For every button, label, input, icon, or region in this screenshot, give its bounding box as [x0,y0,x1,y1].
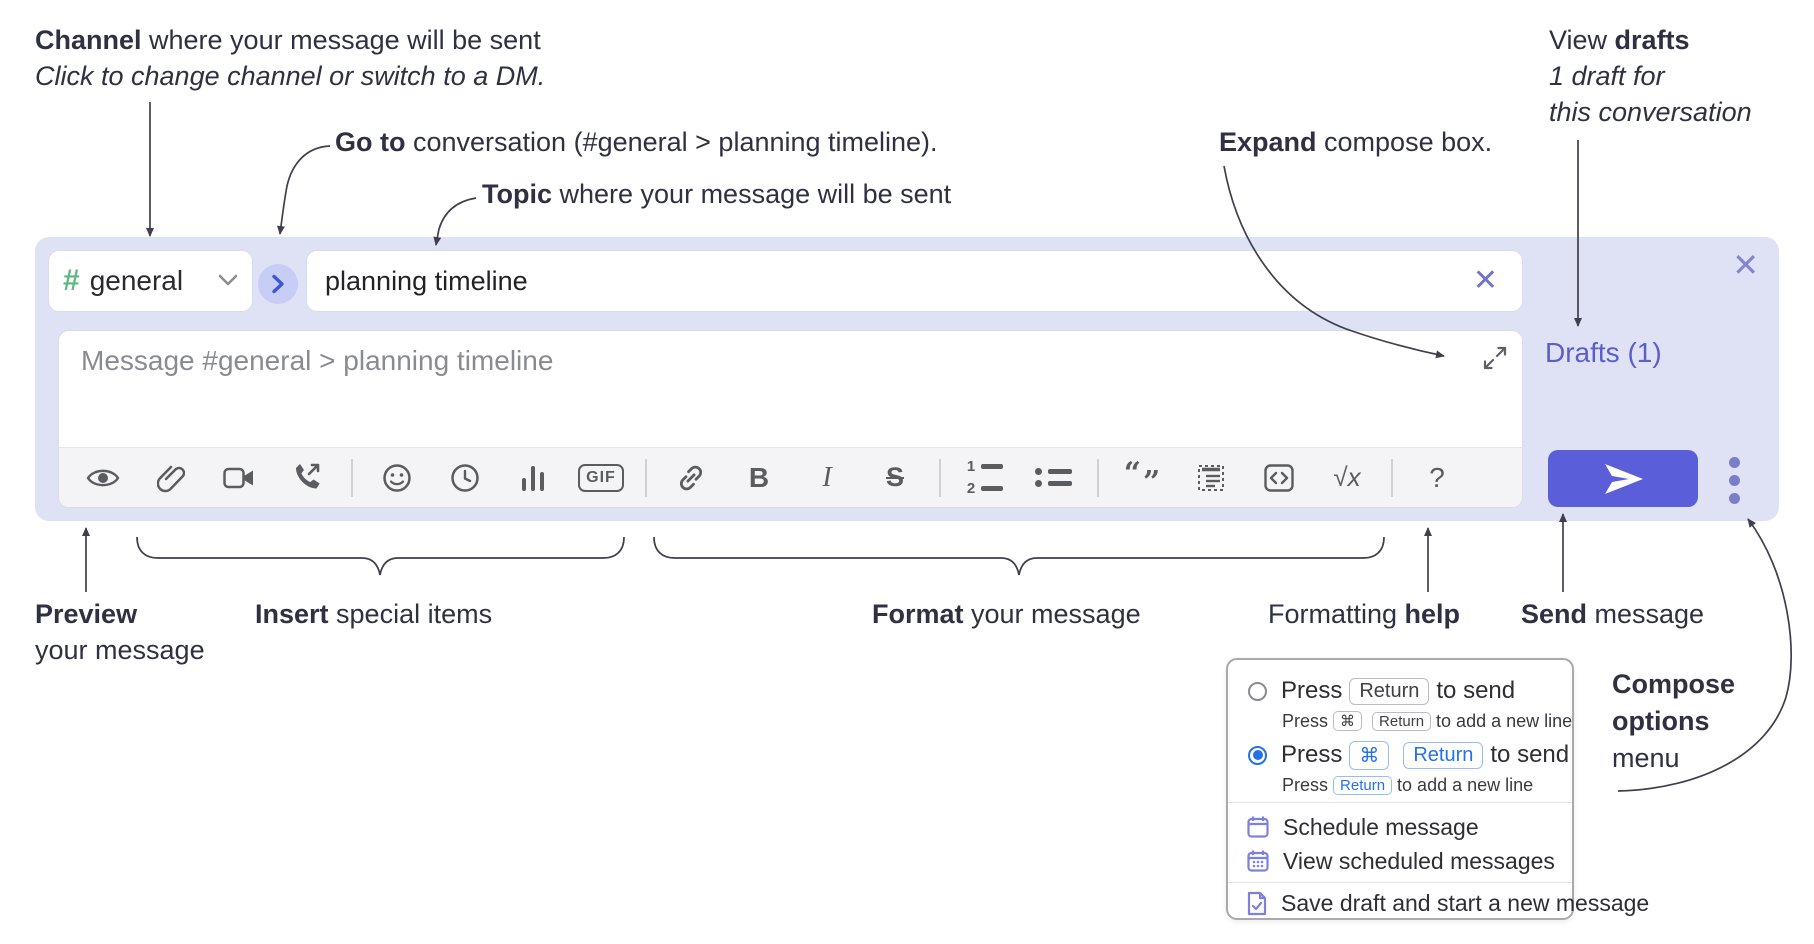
compose-toolbar: GIF B I S 1 2 [59,447,1522,507]
numbered-list-icon[interactable]: 1 2 [962,455,1008,501]
toolbar-divider [1391,458,1393,497]
bulleted-list-icon[interactable] [1030,455,1076,501]
toolbar-divider [351,458,353,497]
schedule-message-item[interactable]: Schedule message [1246,810,1479,844]
expand-annotation: Expand compose box. [1219,127,1493,157]
insert-brace [136,536,625,576]
preview-eye-icon[interactable] [80,455,126,501]
message-input[interactable]: Message #general > planning timeline [81,345,554,376]
drafts-annotation: View drafts 1 draft for this conversatio… [1549,25,1752,127]
link-icon[interactable] [668,455,714,501]
cmd-return-to-send-option[interactable]: Press ⌘ Return to send [1248,738,1569,772]
topic-annotation: Topic where your message will be sent [482,179,952,209]
channel-hash-icon: # [63,264,80,297]
option2-subtext: Press Return to add a new line [1282,774,1534,795]
return-keycap: Return [1333,775,1393,795]
send-annotation: Send message [1521,599,1705,629]
format-brace [653,536,1385,576]
drafts-link[interactable]: Drafts (1) [1545,337,1662,368]
bold-icon[interactable]: B [748,461,770,493]
send-icon [1605,463,1643,494]
goto-annotation: Go to conversation (#general > planning … [335,127,938,157]
expand-compose-icon[interactable] [1482,345,1508,376]
message-panel: Message #general > planning timeline [58,330,1523,508]
poll-chart-icon[interactable] [510,455,556,501]
menu-divider [1228,802,1572,803]
calendar-icon [1247,816,1269,838]
schedule-clock-icon[interactable] [442,455,488,501]
topic-input[interactable]: planning timeline ✕ [306,250,1523,312]
audio-call-icon[interactable] [284,455,330,501]
toolbar-divider [1097,458,1099,497]
radio-unselected-icon[interactable] [1248,681,1267,701]
cmd-keycap: ⌘ [1333,711,1363,731]
video-camera-icon[interactable] [216,455,262,501]
formatting-help-icon[interactable]: ? [1429,461,1445,493]
insert-annotation: Insert special items [255,599,493,629]
format-annotation: Format your message [872,599,1141,629]
goto-arrow [277,145,331,235]
topic-value: planning timeline [325,265,528,296]
view-scheduled-messages-item[interactable]: View scheduled messages [1246,844,1555,878]
return-keycap: Return [1403,741,1484,769]
cmd-keycap: ⌘ [1349,740,1390,770]
chevron-right-icon [272,274,284,294]
gif-icon[interactable]: GIF [578,455,624,501]
close-compose-icon[interactable]: ✕ [1732,247,1759,283]
return-keycap: Return [1349,677,1430,705]
math-formula-icon[interactable]: √x [1333,462,1361,492]
quote-icon[interactable]: “” [1123,456,1163,500]
save-draft-item[interactable]: Save draft and start a new message [1246,888,1649,918]
channel-selector[interactable]: # general [48,250,253,312]
formatting-help-annotation: Formatting help [1268,599,1461,629]
preview-annotation: Preview your message [35,599,205,665]
menu-divider [1228,882,1572,883]
chevron-down-icon [218,270,238,293]
attach-paperclip-icon[interactable] [148,455,194,501]
radio-selected-icon[interactable] [1248,745,1267,765]
compose-box: # general planning timeline ✕ ✕ Message … [35,237,1779,521]
calendar-grid-icon [1247,850,1269,872]
compose-options-annotation: Compose options menu [1612,669,1736,773]
toolbar-divider [939,458,941,497]
compose-options-menu: Press Return to send Press ⌘ Return to a… [1226,658,1649,920]
go-to-conversation-button[interactable] [258,264,298,304]
return-to-send-option[interactable]: Press Return to send [1248,674,1515,708]
channel-name: general [89,265,184,296]
strikethrough-icon[interactable]: S [885,462,904,492]
italic-icon[interactable]: I [822,461,832,493]
return-keycap: Return [1372,711,1432,731]
channel-annotation: Channel where your message will be sent … [35,25,546,91]
clear-topic-icon[interactable]: ✕ [1472,264,1498,297]
blockquote-icon[interactable] [1188,455,1234,501]
toolbar-divider [645,458,647,497]
emoji-icon[interactable] [374,455,420,501]
send-button[interactable] [1548,450,1698,507]
code-snippet-icon[interactable] [1256,455,1302,501]
draft-document-icon [1247,891,1267,915]
option1-subtext: Press ⌘ Return to add a new line [1282,710,1573,731]
compose-options-icon[interactable] [1719,455,1749,505]
